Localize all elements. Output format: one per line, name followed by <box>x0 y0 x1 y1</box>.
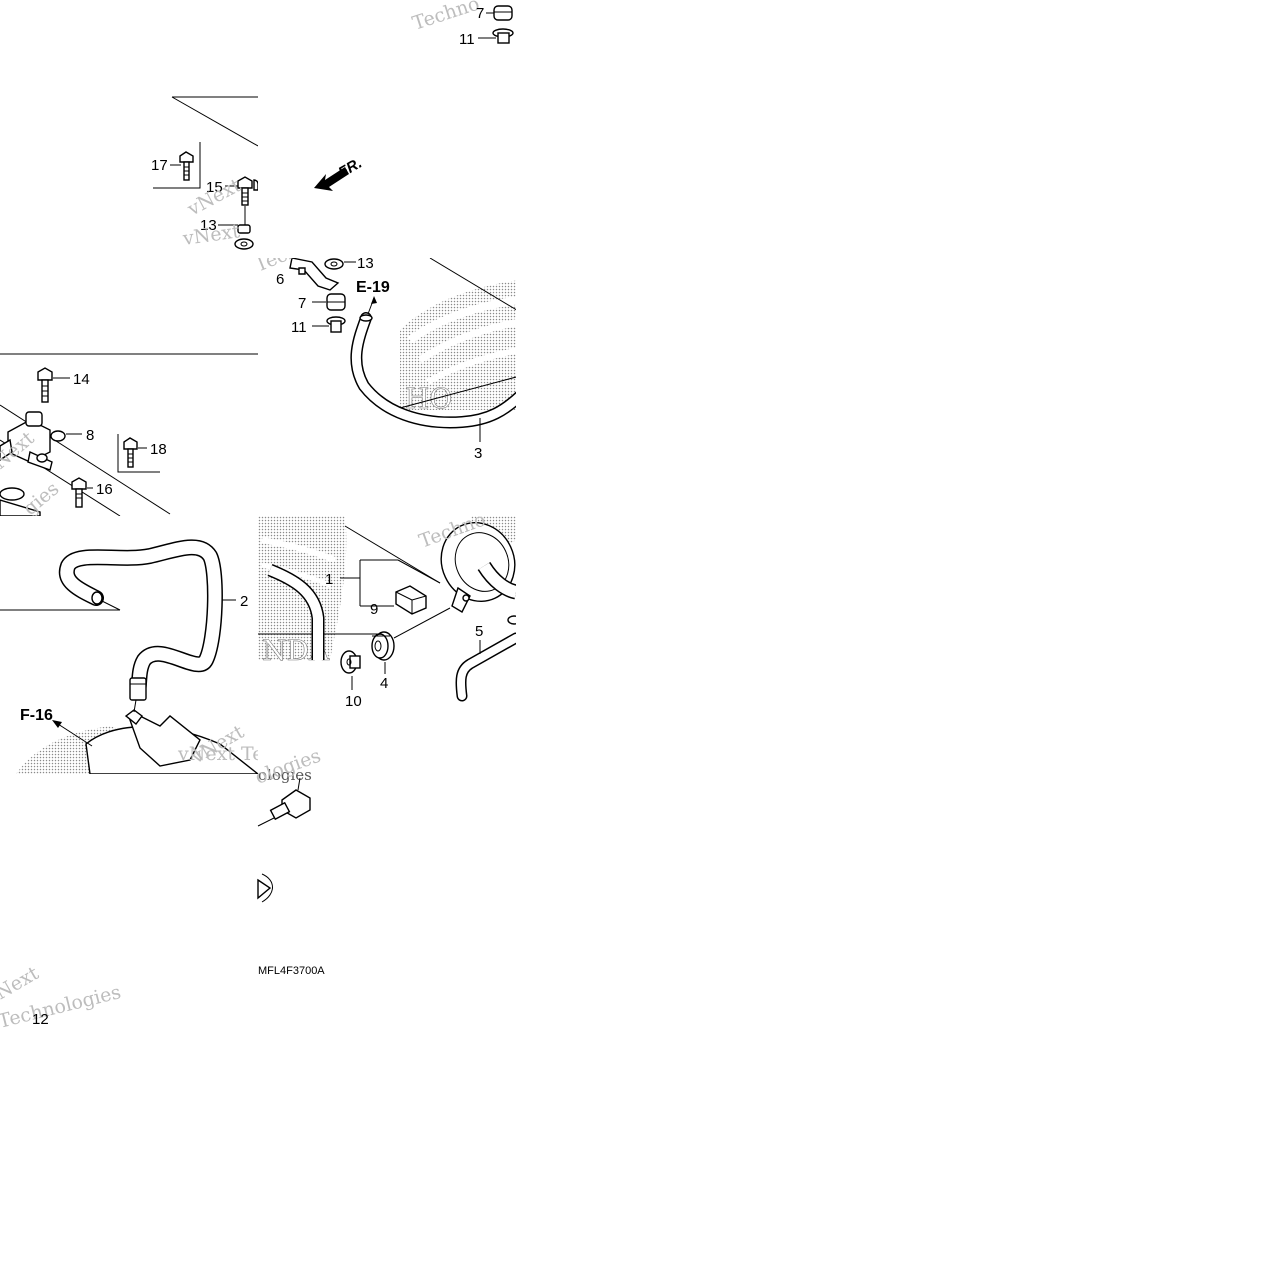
callout-10: 10 <box>345 693 362 710</box>
callout-8: 8 <box>86 427 94 444</box>
callout-9: 9 <box>370 601 378 618</box>
canister-1 <box>440 516 516 613</box>
callout-15: 15 <box>206 179 223 196</box>
honda-wing-mark: HO <box>400 280 516 415</box>
bolt-18 <box>123 437 138 468</box>
watermark: ologies <box>258 766 312 784</box>
reference-e19: E-19 <box>356 279 390 296</box>
callout-6: 6 <box>276 271 284 288</box>
grommet-4 <box>371 631 395 661</box>
tile-hose-2: 2 F-16 vNext vNext Te <box>0 539 263 774</box>
watermark: Next <box>0 962 43 1004</box>
callout-16: 16 <box>96 481 113 498</box>
drawing-code: MFL4F3700A <box>258 965 325 977</box>
top-fastener-group: Techno 7 11 <box>410 0 514 48</box>
grommet-7-top <box>493 5 513 21</box>
bottom-watermark-fragment: Next Technologies 12 <box>0 962 123 1033</box>
lower-bolt-fragment: ologies ologies <box>252 745 324 903</box>
callout-13-left: 13 <box>200 217 217 234</box>
bolt-17 <box>179 151 194 181</box>
tile-bracket-bolts: 17 15 13 vNext vNext <box>151 96 258 250</box>
callout-14: 14 <box>73 371 90 388</box>
callout-7-top: 7 <box>476 5 484 22</box>
watermark: vNext Te <box>177 743 263 765</box>
washer-13 <box>324 258 344 270</box>
callout-7-mid: 7 <box>298 295 306 312</box>
watermark: Techno <box>410 0 482 35</box>
callout-17: 17 <box>151 157 168 174</box>
sponge-9 <box>395 585 427 615</box>
bolt-14 <box>37 367 53 403</box>
collar-10 <box>340 650 361 674</box>
collar-11-top <box>492 28 514 44</box>
collar-11-mid <box>326 316 346 333</box>
callout-11-top: 11 <box>459 31 475 48</box>
grommet-7-mid <box>326 293 346 311</box>
tile-evap-canister: NDA 1 9 <box>258 516 516 710</box>
callout-18: 18 <box>150 441 167 458</box>
callout-3: 3 <box>474 445 482 462</box>
brand-mark: HO <box>405 382 452 415</box>
callout-11-mid: 11 <box>291 319 307 336</box>
reference-f16: F-16 <box>20 707 53 724</box>
solenoid-valve-8 <box>0 411 66 471</box>
callout-13-mid: 13 <box>357 255 374 272</box>
callout-12: 12 <box>32 1011 49 1028</box>
watermark: vNext <box>181 220 242 250</box>
bolt-15 <box>237 176 258 206</box>
tile-solenoid-valve: 14 8 18 16 Next <box>0 353 258 516</box>
callout-2: 2 <box>240 593 248 610</box>
bolt-16 <box>71 477 87 508</box>
callout-1: 1 <box>325 571 333 588</box>
front-direction-arrow: FR. <box>314 155 365 191</box>
tile-canister-hose: HO E-19 3 13 6 7 11 <box>258 255 516 462</box>
bracket-6 <box>289 258 340 291</box>
callout-5: 5 <box>475 623 483 640</box>
callout-4: 4 <box>380 675 388 692</box>
